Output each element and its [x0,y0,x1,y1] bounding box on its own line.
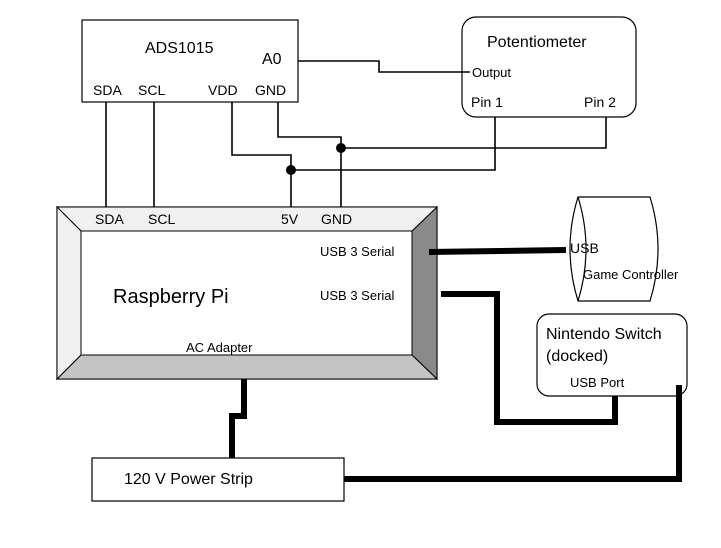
ads1015-pin-a0: A0 [262,51,282,68]
raspberry-pi-bevel-bottom [55,354,439,380]
raspberry-pi-bevel-left [56,205,82,381]
power-strip: 120 V Power Strip [91,457,345,502]
raspberry-pi-pin-gnd: GND [321,211,352,227]
raspberry-pi-pin-scl: SCL [148,211,175,227]
potentiometer-pin2-label: Pin 2 [584,94,616,110]
ads1015-pin-vdd: VDD [208,82,238,98]
raspberry-pi-bevel-right [411,205,438,381]
raspberry-pi-usb1-label: USB 3 Serial [320,244,395,259]
junction-5v-dot [286,165,296,175]
wire-pin2-to-gnd [341,117,607,149]
nintendo-switch-usb-port: USB Port [570,375,625,390]
nintendo-switch: Nintendo Switch (docked) USB Port [536,313,688,397]
potentiometer-box [461,16,637,118]
potentiometer-pin1-label: Pin 1 [471,94,503,110]
wire-vdd-to-5v [231,102,292,207]
raspberry-pi-face [80,230,413,356]
potentiometer-title: Potentiometer [487,34,587,51]
nintendo-switch-title: Nintendo Switch [546,326,662,343]
game-controller-usb-label: USB [570,240,599,256]
wire-a0-to-output [298,60,470,73]
raspberry-pi-ac-label: AC Adapter [186,340,253,355]
wire-pin1-to-5v [291,117,496,171]
raspberry-pi-pin-5v: 5V [281,211,299,227]
ads1015-box [81,19,299,103]
wire-gnd-to-gnd [277,102,342,207]
raspberry-pi-pin-sda: SDA [95,211,124,227]
ads1015-pin-sda: SDA [93,82,122,98]
potentiometer: Potentiometer Output Pin 1 Pin 2 [461,16,637,118]
ads1015-pin-gnd: GND [255,82,286,98]
ads1015-module: ADS1015 A0 SDA SCL VDD GND [81,19,299,103]
game-controller-title: Game Controller [583,267,679,282]
cable-usb-to-switch [441,291,618,425]
potentiometer-output-label: Output [472,65,511,80]
raspberry-pi-usb2-label: USB 3 Serial [320,288,395,303]
cable-usb-to-controller [428,247,567,255]
power-strip-label: 120 V Power Strip [124,471,253,488]
thick-cables [229,247,682,482]
raspberry-pi: Raspberry Pi SDA SCL 5V GND USB 3 Serial… [55,205,439,381]
cable-power-strip-to-switch [344,385,682,482]
ads1015-pin-scl: SCL [138,82,165,98]
thin-wires [105,60,607,207]
nintendo-switch-subtitle: (docked) [546,348,608,365]
junction-gnd-dot [336,143,346,153]
cable-ac-to-power-strip [229,379,247,458]
raspberry-pi-title: Raspberry Pi [113,286,229,308]
game-controller-edge [577,196,587,302]
game-controller-body [569,196,659,302]
ads1015-title: ADS1015 [145,40,214,57]
game-controller: USB Game Controller [569,196,679,302]
